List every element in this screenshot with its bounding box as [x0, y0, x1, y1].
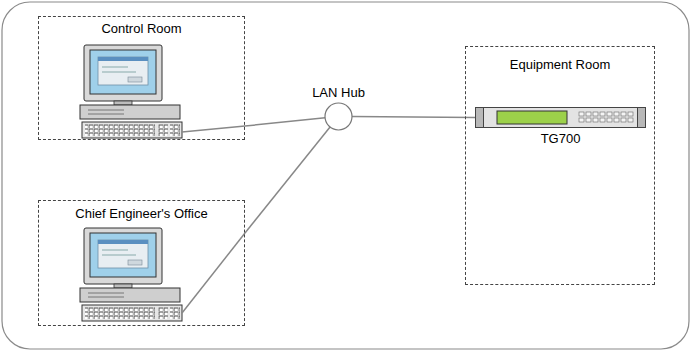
lcd-display: [497, 111, 567, 124]
front-button: [586, 118, 591, 122]
rack-ear: [638, 108, 646, 128]
network-cable: [245, 118, 325, 126]
front-button: [614, 112, 619, 116]
network-cable: [352, 116, 475, 118]
front-button: [607, 112, 612, 116]
front-button: [621, 112, 626, 116]
front-button: [593, 118, 598, 122]
rack-ear: [476, 108, 484, 128]
front-button: [579, 118, 584, 122]
room-box: Chief Engineer's Office: [38, 200, 245, 326]
room-label: Equipment Room: [466, 47, 654, 72]
device-body: [476, 108, 646, 128]
device-unit: TG700: [475, 107, 646, 128]
device-label: TG700: [541, 131, 581, 146]
room-label: Chief Engineer's Office: [39, 201, 244, 221]
front-button: [607, 118, 612, 122]
front-button: [600, 118, 605, 122]
network-cable: [245, 127, 330, 233]
room-box: Equipment RoomTG700: [465, 46, 655, 285]
front-button: [628, 112, 633, 116]
front-button: [614, 118, 619, 122]
computer-icon: [80, 228, 182, 321]
device-drawing: [475, 107, 646, 128]
front-button: [593, 112, 598, 116]
cable: [182, 126, 245, 132]
room-box: Control Room: [38, 16, 245, 140]
hub-outline: [324, 102, 353, 131]
computer-icon: [80, 45, 182, 138]
hub-circle-shape: [325, 103, 352, 130]
front-button: [579, 112, 584, 116]
cable: [182, 233, 245, 313]
room-label: Control Room: [39, 17, 244, 36]
front-button: [600, 112, 605, 116]
front-button: [586, 112, 591, 116]
hub-label: LAN Hub: [312, 85, 365, 100]
front-button: [628, 118, 633, 122]
hub-circle: LAN Hub: [324, 102, 353, 131]
front-button: [621, 118, 626, 122]
